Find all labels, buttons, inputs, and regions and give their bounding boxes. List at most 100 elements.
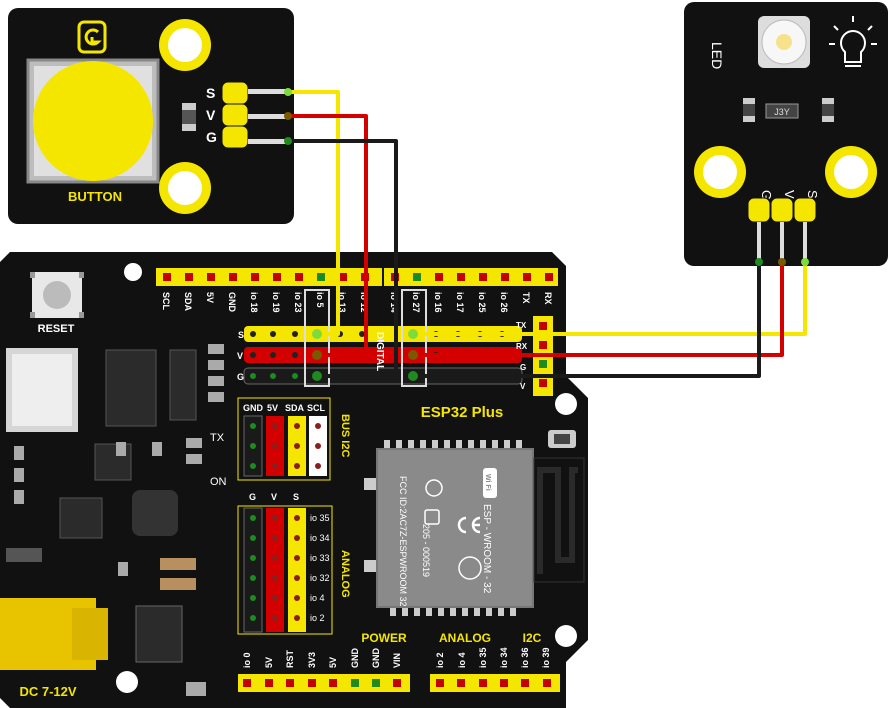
power-pin-3v3: 3V3: [307, 652, 317, 668]
right-label-g: G: [520, 363, 526, 372]
board-title: ESP32 Plus: [421, 404, 504, 421]
module-fcc-text: FCC ID:2AC7Z-ESPWROOM 32: [398, 476, 408, 607]
power-pin-rst: RST: [285, 649, 295, 668]
wire-led-vcc: [413, 262, 784, 357]
analog-bottom-io34: io 34: [499, 647, 509, 668]
module-name-text: ESP - WROOM - 32: [481, 504, 492, 594]
power-pin-5v-2: 5V: [328, 657, 338, 668]
light-bulb-icon: [829, 16, 877, 67]
header-label-sda: SDA: [183, 292, 193, 312]
i2c-bus-header: [237, 397, 331, 481]
led-label: LED: [709, 42, 725, 69]
digital-label: DIGITAL: [374, 332, 385, 371]
right-label-tx: TX: [516, 321, 527, 330]
io27-highlight: [401, 289, 427, 387]
power-pin-gnd-2: GND: [371, 648, 381, 669]
wire-led-gnd: [413, 262, 761, 378]
row-label-g: G: [237, 372, 244, 382]
header-label-5v: 5V: [205, 292, 215, 303]
analog-col-v: V: [271, 492, 277, 502]
row-label-v: V: [237, 351, 243, 361]
header-label-io25: io 25: [477, 292, 487, 313]
analog-bottom-io4: io 4: [457, 652, 467, 668]
row-label-s: S: [238, 330, 244, 340]
button-header: [221, 81, 288, 149]
power-pin-gnd: GND: [350, 648, 360, 669]
header-label-io26: io 26: [499, 292, 509, 313]
right-label-rx: RX: [516, 342, 528, 351]
analog-left-title: ANALOG: [339, 550, 351, 598]
usb-c-port-icon: [6, 348, 78, 432]
header-label-gnd: GND: [227, 292, 237, 313]
led-pin-g-label: G: [759, 190, 774, 200]
i2c-bottom-io36: io 36: [520, 647, 530, 668]
power-pin-vin: VIN: [392, 653, 402, 668]
io5-highlight: [304, 289, 330, 387]
wifi-logo-icon: Wi Fi: [483, 468, 497, 498]
power-pin-5v: 5V: [264, 657, 274, 668]
analog-col-s: S: [293, 492, 299, 502]
wires: [284, 88, 809, 381]
wire-led-signal: [413, 262, 807, 336]
power-header: [238, 674, 410, 692]
analog-row-io4: io 4: [310, 593, 325, 603]
analog-row-io33: io 33: [310, 553, 330, 563]
header-label-rx: RX: [543, 292, 553, 305]
i2c-bottom-title: I2C: [523, 631, 542, 645]
analog-bottom-io2: io 2: [435, 652, 445, 668]
header-label-io5: io 5: [315, 292, 325, 308]
led-header: [747, 197, 817, 262]
led-pin-s-label: S: [805, 190, 820, 199]
esp-wroom-32-module: FCC ID:2AC7Z-ESPWROOM 32 205 - 000519 ES…: [364, 440, 585, 616]
i2c-col-gnd: GND: [243, 403, 264, 413]
esp32-board: RESET DC 7-12V TX O: [0, 252, 588, 708]
on-led-label: ON: [210, 476, 227, 488]
header-label-tx: TX: [521, 292, 531, 304]
wire-button-gnd: [288, 139, 398, 378]
analog-i2c-bottom-header: [430, 674, 560, 692]
header-label-io13: io 13: [337, 292, 347, 313]
led-module: LED J3Y G V S: [684, 2, 888, 266]
reset-button[interactable]: [30, 272, 84, 318]
analog-gvs-header: [237, 505, 333, 635]
analog-row-io32: io 32: [310, 573, 330, 583]
button-module: BUTTON S V G: [8, 8, 294, 224]
gvs-breakout-rows: [243, 326, 523, 385]
wire-button-signal: [288, 90, 340, 336]
right-label-v: V: [520, 382, 526, 391]
led-icon: [758, 16, 810, 68]
svg-text:Wi Fi: Wi Fi: [484, 474, 491, 491]
analog-row-io34: io 34: [310, 533, 330, 543]
dc-jack-label: DC 7-12V: [19, 684, 76, 699]
button-pin-s-label: S: [206, 85, 215, 101]
header-label-io18: io 18: [249, 292, 259, 313]
header-label-io16: io 16: [433, 292, 443, 313]
i2c-bottom-io39: io 39: [541, 647, 551, 668]
analog-row-io35: io 35: [310, 513, 330, 523]
analog-col-g: G: [249, 492, 256, 502]
button-label: BUTTON: [68, 189, 122, 204]
push-button-cap[interactable]: [33, 61, 153, 181]
reset-label: RESET: [38, 323, 75, 335]
analog-row-io2: io 2: [310, 613, 325, 623]
header-label-io23: io 23: [293, 292, 303, 313]
i2c-col-5v: 5V: [267, 403, 278, 413]
module-cert-text: 205 - 000519: [421, 524, 431, 577]
header-label-io27: io 27: [411, 292, 421, 313]
tx-led-label: TX: [210, 432, 225, 444]
analog-bottom-title: ANALOG: [439, 631, 491, 645]
led-pin-v-label: V: [782, 190, 797, 199]
i2c-col-sda: SDA: [285, 403, 305, 413]
power-pin-io0: io 0: [242, 652, 252, 668]
ce-mark-icon: [457, 516, 481, 534]
power-title: POWER: [361, 631, 407, 645]
certification-icons: [424, 479, 482, 580]
top-female-header: [156, 268, 558, 286]
i2c-col-scl: SCL: [307, 403, 326, 413]
header-label-io19: io 19: [271, 292, 281, 313]
wire-button-vcc: [288, 114, 368, 357]
keyestudio-logo-icon: [77, 20, 107, 54]
header-label-scl: SCL: [161, 292, 171, 311]
button-pin-g-label: G: [206, 129, 217, 145]
